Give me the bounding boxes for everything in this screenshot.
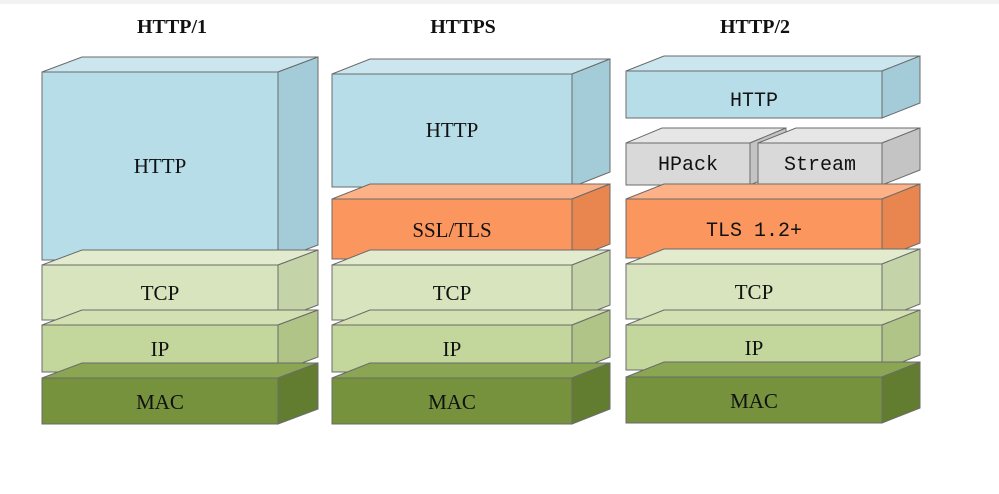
layer-label: TCP (141, 281, 180, 305)
layer-label: MAC (136, 390, 184, 414)
layer-http2-ip: IP (625, 309, 921, 371)
column-http2: HTTP/2 HTTP HPack Stream TLS 1.2+ (625, 16, 921, 424)
layer-label: TLS 1.2+ (706, 220, 802, 243)
layer-label: HPack (658, 154, 718, 177)
layer-http2-http: HTTP (625, 55, 921, 119)
column-title-http1: HTTP/1 (137, 16, 207, 38)
column-title-http2: HTTP/2 (720, 16, 790, 38)
layer-https-ssl-tls: SSL/TLS (331, 183, 611, 260)
layer-label: SSL/TLS (412, 218, 491, 242)
column-http1: HTTP/1 HTTP TCP IP MAC (41, 16, 319, 425)
layer-https-http: HTTP (331, 58, 611, 188)
layer-label: IP (443, 337, 462, 361)
layer-http2-mac: MAC (625, 361, 921, 424)
layer-label: TCP (433, 281, 472, 305)
layer-label: MAC (428, 390, 476, 414)
layer-label: HTTP (426, 118, 479, 142)
top-divider (0, 0, 999, 4)
layer-label: IP (151, 337, 170, 361)
column-title-https: HTTPS (430, 16, 496, 38)
layer-label: IP (745, 336, 764, 360)
layer-label: TCP (735, 280, 774, 304)
layer-http2-tls: TLS 1.2+ (625, 183, 921, 259)
column-https: HTTPS HTTP SSL/TLS TCP IP (331, 16, 611, 425)
layer-http1-http: HTTP (41, 56, 319, 261)
layer-http1-mac: MAC (41, 362, 319, 425)
layer-http2-tcp: TCP (625, 248, 921, 320)
layer-label: HTTP (134, 154, 187, 178)
layer-https-mac: MAC (331, 362, 611, 425)
layer-label: MAC (730, 389, 778, 413)
layer-label: Stream (784, 154, 856, 177)
layer-label: HTTP (730, 90, 778, 113)
layer-http2-stream: Stream (757, 127, 921, 186)
